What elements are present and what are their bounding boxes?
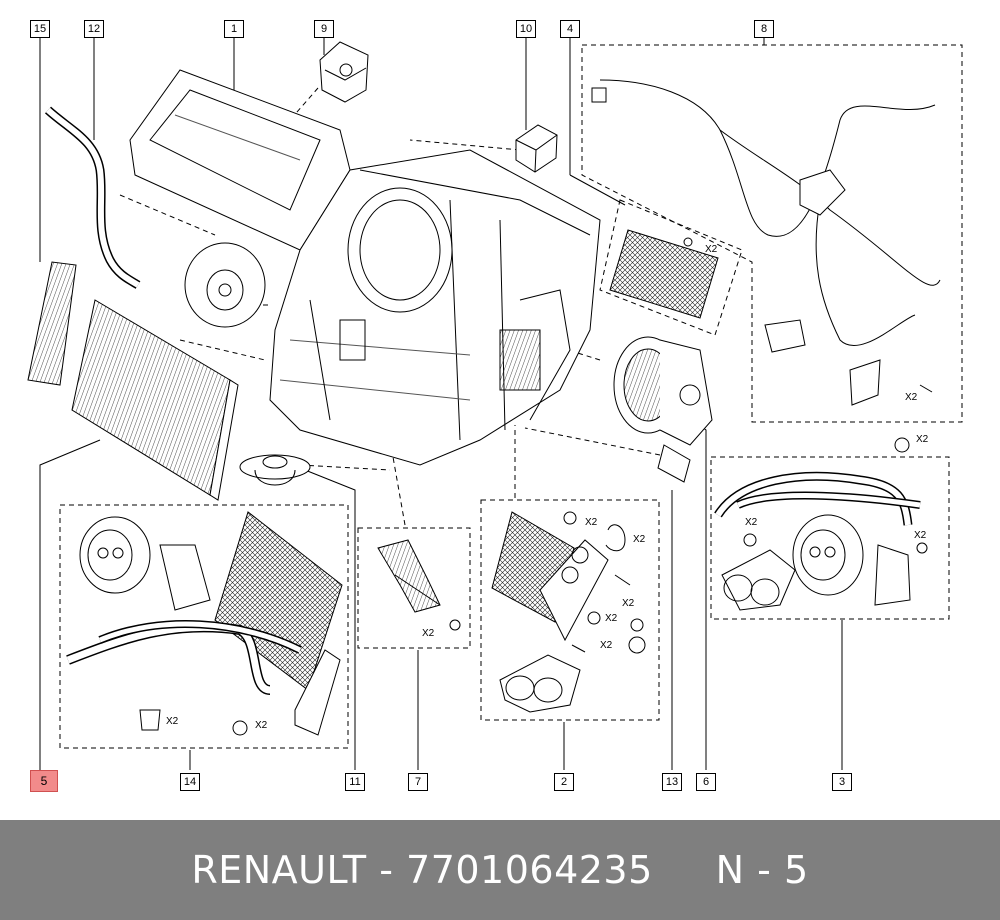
callout-12: 12: [84, 20, 104, 38]
qty-label: X2: [622, 598, 635, 609]
callout-6: 6: [696, 773, 716, 791]
callout-8: 8: [754, 20, 774, 38]
callout-9: 9: [314, 20, 334, 38]
module-10: [515, 124, 558, 173]
callout-5-highlighted: 5: [30, 770, 58, 792]
callout-15: 15: [30, 20, 50, 38]
footer-banner: RENAULT - 7701064235 N - 5: [0, 820, 1000, 920]
qty-label: X2: [166, 716, 179, 727]
group-8-outline: [581, 44, 963, 423]
callout-1: 1: [224, 20, 244, 38]
qty-label: X2: [745, 517, 758, 528]
qty-label: X2: [600, 640, 613, 651]
qty-label: X2: [422, 628, 435, 639]
callout-11: 11: [345, 773, 365, 791]
qty-label: X2: [585, 517, 598, 528]
grommet-11: [239, 454, 311, 486]
mesh-4: [609, 229, 719, 319]
qty-label: X2: [916, 434, 929, 445]
callout-2: 2: [554, 773, 574, 791]
group-3-outline: [710, 456, 950, 620]
group-14-outline: [59, 504, 349, 749]
callout-13: 13: [662, 773, 682, 791]
group-outlines: [59, 44, 963, 749]
heater-radiator-kit-14: [66, 511, 343, 736]
hvac-housing-1: [129, 69, 601, 466]
part-number-caption: RENAULT - 7701064235 N - 5: [191, 848, 809, 892]
blower-motor-6: [613, 336, 713, 446]
wiring-harness-8: [591, 79, 941, 406]
evaporator-kit-2: [491, 511, 646, 713]
qty-label: X2: [705, 244, 718, 255]
actuator-9: [319, 41, 369, 103]
group-2-outline: [480, 499, 660, 721]
heater-pipes-3: [714, 437, 928, 611]
qty-label: X2: [605, 613, 618, 624]
callout-14: 14: [180, 773, 200, 791]
group-7-outline: [357, 527, 471, 649]
callout-3: 3: [832, 773, 852, 791]
callout-7: 7: [408, 773, 428, 791]
cabin-filter-5: [71, 299, 239, 501]
qty-label: X2: [255, 720, 268, 731]
callout-4: 4: [560, 20, 580, 38]
callout-10: 10: [516, 20, 536, 38]
qty-label: X2: [633, 534, 646, 545]
exploded-parts-diagram: [27, 37, 963, 770]
filter-15: [27, 261, 77, 386]
control-switch-7: [377, 539, 461, 631]
sensor-13: [657, 444, 691, 483]
qty-label: X2: [905, 392, 918, 403]
drain-hose-12: [44, 106, 141, 289]
qty-label: X2: [914, 530, 927, 541]
